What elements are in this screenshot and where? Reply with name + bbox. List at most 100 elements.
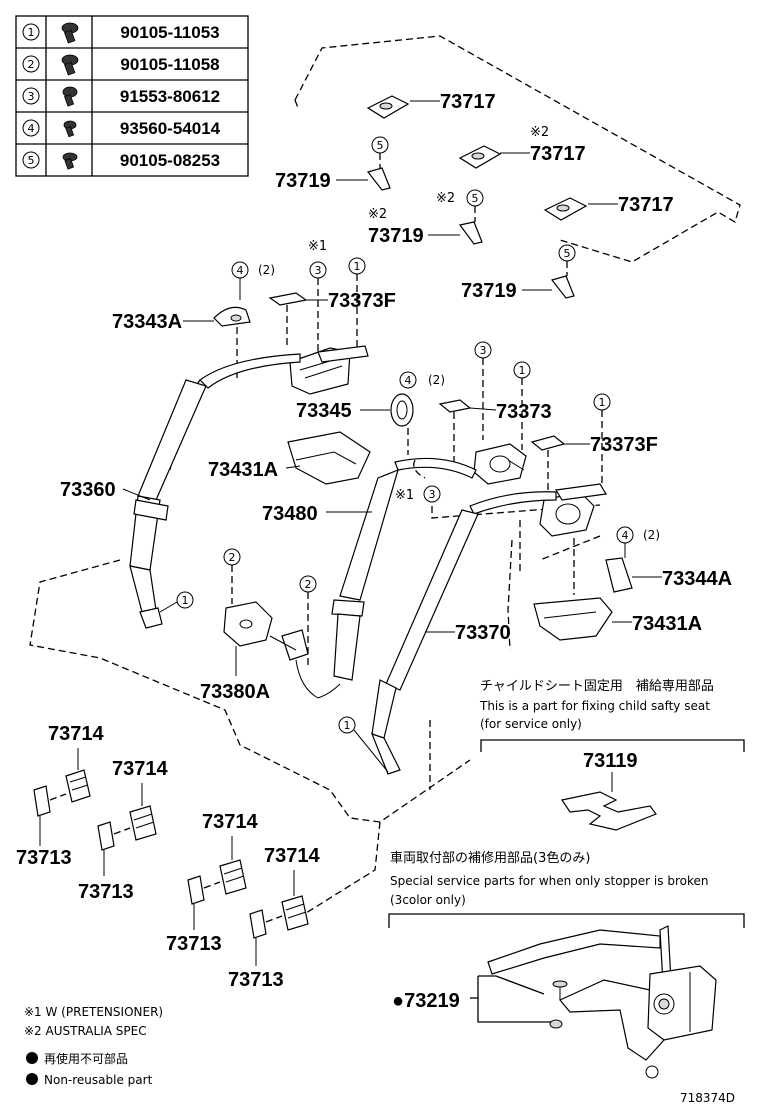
buckle-73380A: 2 2 73380A bbox=[200, 548, 341, 703]
callout-number: 2 bbox=[229, 551, 236, 564]
stopper-73714-d: 73714 73713 bbox=[228, 845, 320, 991]
bolt-icon bbox=[62, 86, 78, 107]
bracket-73373: 3 73373 1 bbox=[438, 341, 552, 466]
non-reusable-dot-icon bbox=[26, 1052, 38, 1064]
part-label-73719: 73719 bbox=[368, 225, 424, 247]
note-text-jp: チャイルドシート固定用 補給専用部品 bbox=[480, 679, 714, 694]
note-text-en: Special service parts for when only stop… bbox=[390, 874, 708, 888]
part-label-73373: 73373 bbox=[496, 401, 552, 423]
left-upper-callouts: 4 (2) 3 ※1 1 bbox=[231, 239, 366, 352]
part-label-73714: 73714 bbox=[48, 723, 104, 745]
callout-number: 3 bbox=[315, 264, 322, 277]
table-part-number: 90105-11058 bbox=[120, 55, 219, 74]
legend-line: ※2 AUSTRALIA SPEC bbox=[24, 1024, 147, 1038]
part-label-73345: 73345 bbox=[296, 400, 352, 422]
callout-number: 3 bbox=[480, 344, 487, 357]
callout-number: 4 bbox=[622, 529, 629, 542]
note-mark: ※1 bbox=[395, 488, 414, 503]
package-tray-outline bbox=[294, 35, 741, 263]
table-row-number: 4 bbox=[28, 122, 35, 135]
note-text-en: (3color only) bbox=[390, 893, 466, 907]
right-lower-callout: 1 bbox=[338, 716, 389, 773]
table-row-number: 5 bbox=[28, 154, 35, 167]
callout-number: 5 bbox=[564, 247, 571, 260]
part-label-73713: 73713 bbox=[166, 933, 222, 955]
note-mark: ※2 bbox=[530, 125, 549, 140]
part-label-73717: 73717 bbox=[440, 91, 496, 113]
callout-number: 2 bbox=[305, 578, 312, 591]
part-label-73370: 73370 bbox=[455, 622, 511, 644]
fastener-table: 1 90105-11053 2 90105-11058 3 91553-8061… bbox=[15, 15, 249, 177]
quantity-label: (2) bbox=[643, 528, 660, 542]
cap-73717-b: ※2 73717 bbox=[458, 125, 586, 169]
table-part-number: 93560-54014 bbox=[120, 119, 221, 138]
part-label-73717: 73717 bbox=[530, 143, 586, 165]
callout-number: 1 bbox=[519, 364, 526, 377]
part-label-73480: 73480 bbox=[262, 503, 318, 525]
legend-line: 再使用不可部品 bbox=[44, 1051, 128, 1066]
bracket-73373F-left: 73373F bbox=[268, 290, 396, 345]
bolt-icon bbox=[62, 152, 78, 170]
callout-number: 5 bbox=[377, 139, 384, 152]
table-row: 3 91553-80612 bbox=[22, 86, 220, 107]
legend-line: Non-reusable part bbox=[44, 1073, 153, 1087]
seat-belt-73370: 73370 bbox=[370, 491, 557, 775]
cap-73717-a: 73717 bbox=[366, 91, 496, 119]
bolt-icon bbox=[63, 120, 77, 138]
part-label-73713: 73713 bbox=[228, 969, 284, 991]
seat-belt-73360: 73360 bbox=[60, 353, 301, 629]
callout-number: 1 bbox=[599, 396, 606, 409]
part-label-73714: 73714 bbox=[264, 845, 320, 867]
part-label-73343A: 73343A bbox=[112, 311, 182, 333]
note-mark: ※1 bbox=[308, 239, 327, 254]
part-label-73431A: 73431A bbox=[632, 613, 702, 635]
callout-number: 1 bbox=[182, 594, 189, 607]
screw-73719-a: 5 73719 bbox=[275, 136, 391, 192]
cap-73717-c: 73717 bbox=[543, 194, 674, 221]
stopper-73714-c: 73714 73713 bbox=[166, 811, 258, 955]
legend: ※1 W (PRETENSIONER) ※2 AUSTRALIA SPEC 再使… bbox=[24, 1005, 163, 1087]
bolt-icon bbox=[61, 54, 79, 76]
table-row: 4 93560-54014 bbox=[22, 119, 221, 138]
part-label-73714: 73714 bbox=[202, 811, 258, 833]
note-mark: ※2 bbox=[436, 191, 455, 206]
table-row: 2 90105-11058 bbox=[22, 54, 220, 76]
table-row: 5 90105-08253 bbox=[22, 151, 220, 170]
callout-number: 1 bbox=[354, 260, 361, 273]
part-label-73713: 73713 bbox=[16, 847, 72, 869]
anchor-cover-73343A: 73343A bbox=[112, 306, 251, 380]
left-lower-callout: 1 bbox=[159, 591, 194, 613]
screw-73719-c: 5 73719 bbox=[461, 244, 576, 302]
quantity-label: (2) bbox=[428, 373, 445, 387]
table-row: 1 90105-11053 bbox=[22, 22, 220, 44]
cover-73431A-right: 73431A bbox=[533, 538, 702, 641]
part-label-73360: 73360 bbox=[60, 479, 116, 501]
non-reusable-dot-icon bbox=[26, 1073, 38, 1085]
table-row-number: 1 bbox=[28, 26, 35, 39]
callout-number: 4 bbox=[237, 264, 244, 277]
part-label-73431A: 73431A bbox=[208, 459, 278, 481]
seat-belt-73480: 73480 bbox=[262, 457, 477, 681]
part-label-73714: 73714 bbox=[112, 758, 168, 780]
callout-number: 1 bbox=[344, 719, 351, 732]
table-part-number: 90105-11053 bbox=[120, 23, 219, 42]
bolt-icon bbox=[61, 22, 79, 44]
part-label-73119: 73119 bbox=[583, 750, 638, 772]
cover-73431A-left: 73431A bbox=[208, 431, 371, 485]
child-seat-note: チャイルドシート固定用 補給専用部品 This is a part for fi… bbox=[479, 679, 745, 831]
note-text-en: This is a part for fixing child safty se… bbox=[479, 699, 710, 713]
part-label-73373F: 73373F bbox=[328, 290, 396, 312]
stopper-73714-a: 73714 73713 bbox=[16, 723, 104, 869]
table-part-number: 91553-80612 bbox=[120, 87, 220, 106]
part-label-73717: 73717 bbox=[618, 194, 674, 216]
legend-line: ※1 W (PRETENSIONER) bbox=[24, 1005, 163, 1019]
quantity-label: (2) bbox=[258, 263, 275, 277]
note-text-jp: 車両取付部の補修用部品(3色のみ) bbox=[390, 850, 590, 866]
retractor-right bbox=[539, 483, 607, 537]
table-row-number: 3 bbox=[28, 90, 35, 103]
table-part-number: 90105-08253 bbox=[120, 151, 220, 170]
drawing-number: 718374D bbox=[680, 1091, 735, 1105]
part-label-73719: 73719 bbox=[461, 280, 517, 302]
